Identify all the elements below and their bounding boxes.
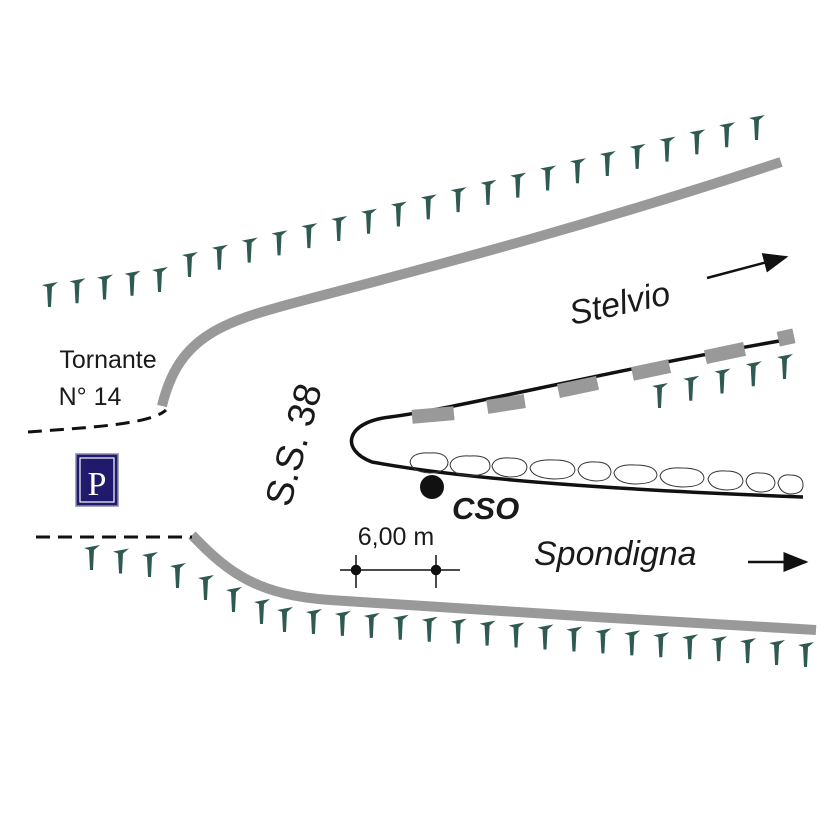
road-edge-lower	[188, 531, 817, 635]
conifer-tree-icon	[566, 626, 583, 652]
conifer-tree-icon	[305, 608, 322, 634]
destination-stelvio-label: Stelvio	[566, 274, 674, 332]
conifer-tree-icon	[749, 115, 765, 140]
conifer-tree-icon	[652, 383, 668, 408]
conifer-tree-icon	[69, 278, 86, 304]
conifer-tree-icon	[84, 545, 100, 570]
conifer-tree-icon	[624, 630, 641, 656]
conifer-tree-icon	[508, 622, 525, 648]
conifer-tree-icon	[714, 368, 731, 394]
conifer-tree-icon	[226, 587, 242, 612]
conifer-tree-icon	[211, 244, 228, 270]
conifer-tree-icon	[331, 215, 348, 241]
conifer-tree-icon	[421, 616, 438, 642]
right-arrow-icon	[706, 253, 789, 280]
station-dot-icon	[420, 475, 444, 499]
conifer-tree-icon	[659, 136, 676, 162]
conifer-tree-icon	[97, 274, 113, 300]
conifer-tree-icon	[361, 208, 378, 234]
conifer-tree-icon	[480, 179, 497, 205]
conifer-tree-icon	[711, 636, 728, 662]
conifer-tree-icon	[271, 230, 288, 256]
destination-spondigna-label: Spondigna	[534, 535, 697, 573]
conifer-tree-icon	[42, 282, 58, 307]
road-edge-upper	[157, 157, 783, 408]
tornante-number-label: N° 14	[59, 383, 122, 411]
conifer-tree-icon	[740, 638, 757, 664]
conifer-tree-icon	[152, 267, 168, 292]
conifer-tree-icon	[392, 614, 409, 640]
conifer-tree-icon	[595, 628, 612, 654]
conifer-tree-icon	[142, 552, 158, 577]
conifer-tree-icon	[769, 640, 786, 666]
parking-label: P	[88, 466, 107, 503]
conifer-tree-icon	[689, 129, 706, 155]
conifer-tree-icon	[599, 151, 616, 177]
road-edge-dashed-upper	[27, 408, 168, 434]
conifer-tree-icon	[124, 270, 141, 296]
station-label: CSO	[452, 491, 519, 526]
scale-label: 6,00 m	[358, 523, 434, 551]
scale-bar	[340, 555, 460, 588]
conifer-tree-icon	[241, 237, 258, 263]
conifer-tree-icon	[510, 172, 527, 198]
conifer-tree-icon	[254, 599, 270, 624]
conifer-tree-icon	[683, 375, 700, 401]
conifer-tree-icon	[450, 187, 467, 213]
conifer-tree-icon	[277, 607, 293, 632]
conifer-tree-icon	[420, 194, 437, 220]
tree-rows	[42, 115, 814, 667]
conifer-tree-icon	[569, 158, 586, 184]
conifer-tree-icon	[198, 575, 214, 600]
conifer-tree-icon	[113, 548, 129, 574]
conifer-tree-icon	[653, 632, 670, 658]
conifer-tree-icon	[334, 610, 351, 636]
conifer-tree-icon	[629, 143, 646, 169]
guard-rail	[411, 328, 796, 424]
parking-sign-icon: P	[75, 453, 119, 507]
conifer-tree-icon	[745, 361, 762, 387]
conifer-tree-icon	[182, 252, 198, 277]
conifer-tree-icon	[777, 354, 793, 379]
conifer-tree-icon	[170, 563, 186, 588]
tornante-label: Tornante	[59, 346, 156, 374]
road-name-label: S.S. 38	[258, 379, 331, 510]
conifer-tree-icon	[537, 624, 554, 650]
conifer-tree-icon	[450, 618, 467, 644]
conifer-tree-icon	[540, 165, 557, 191]
conifer-tree-icon	[798, 642, 814, 667]
conifer-tree-icon	[682, 634, 699, 660]
conifer-tree-icon	[479, 620, 496, 646]
conifer-tree-icon	[301, 223, 318, 249]
conifer-tree-icon	[719, 122, 736, 148]
conifer-tree-icon	[390, 201, 407, 227]
conifer-tree-icon	[363, 612, 380, 638]
stone-wall	[409, 452, 804, 495]
